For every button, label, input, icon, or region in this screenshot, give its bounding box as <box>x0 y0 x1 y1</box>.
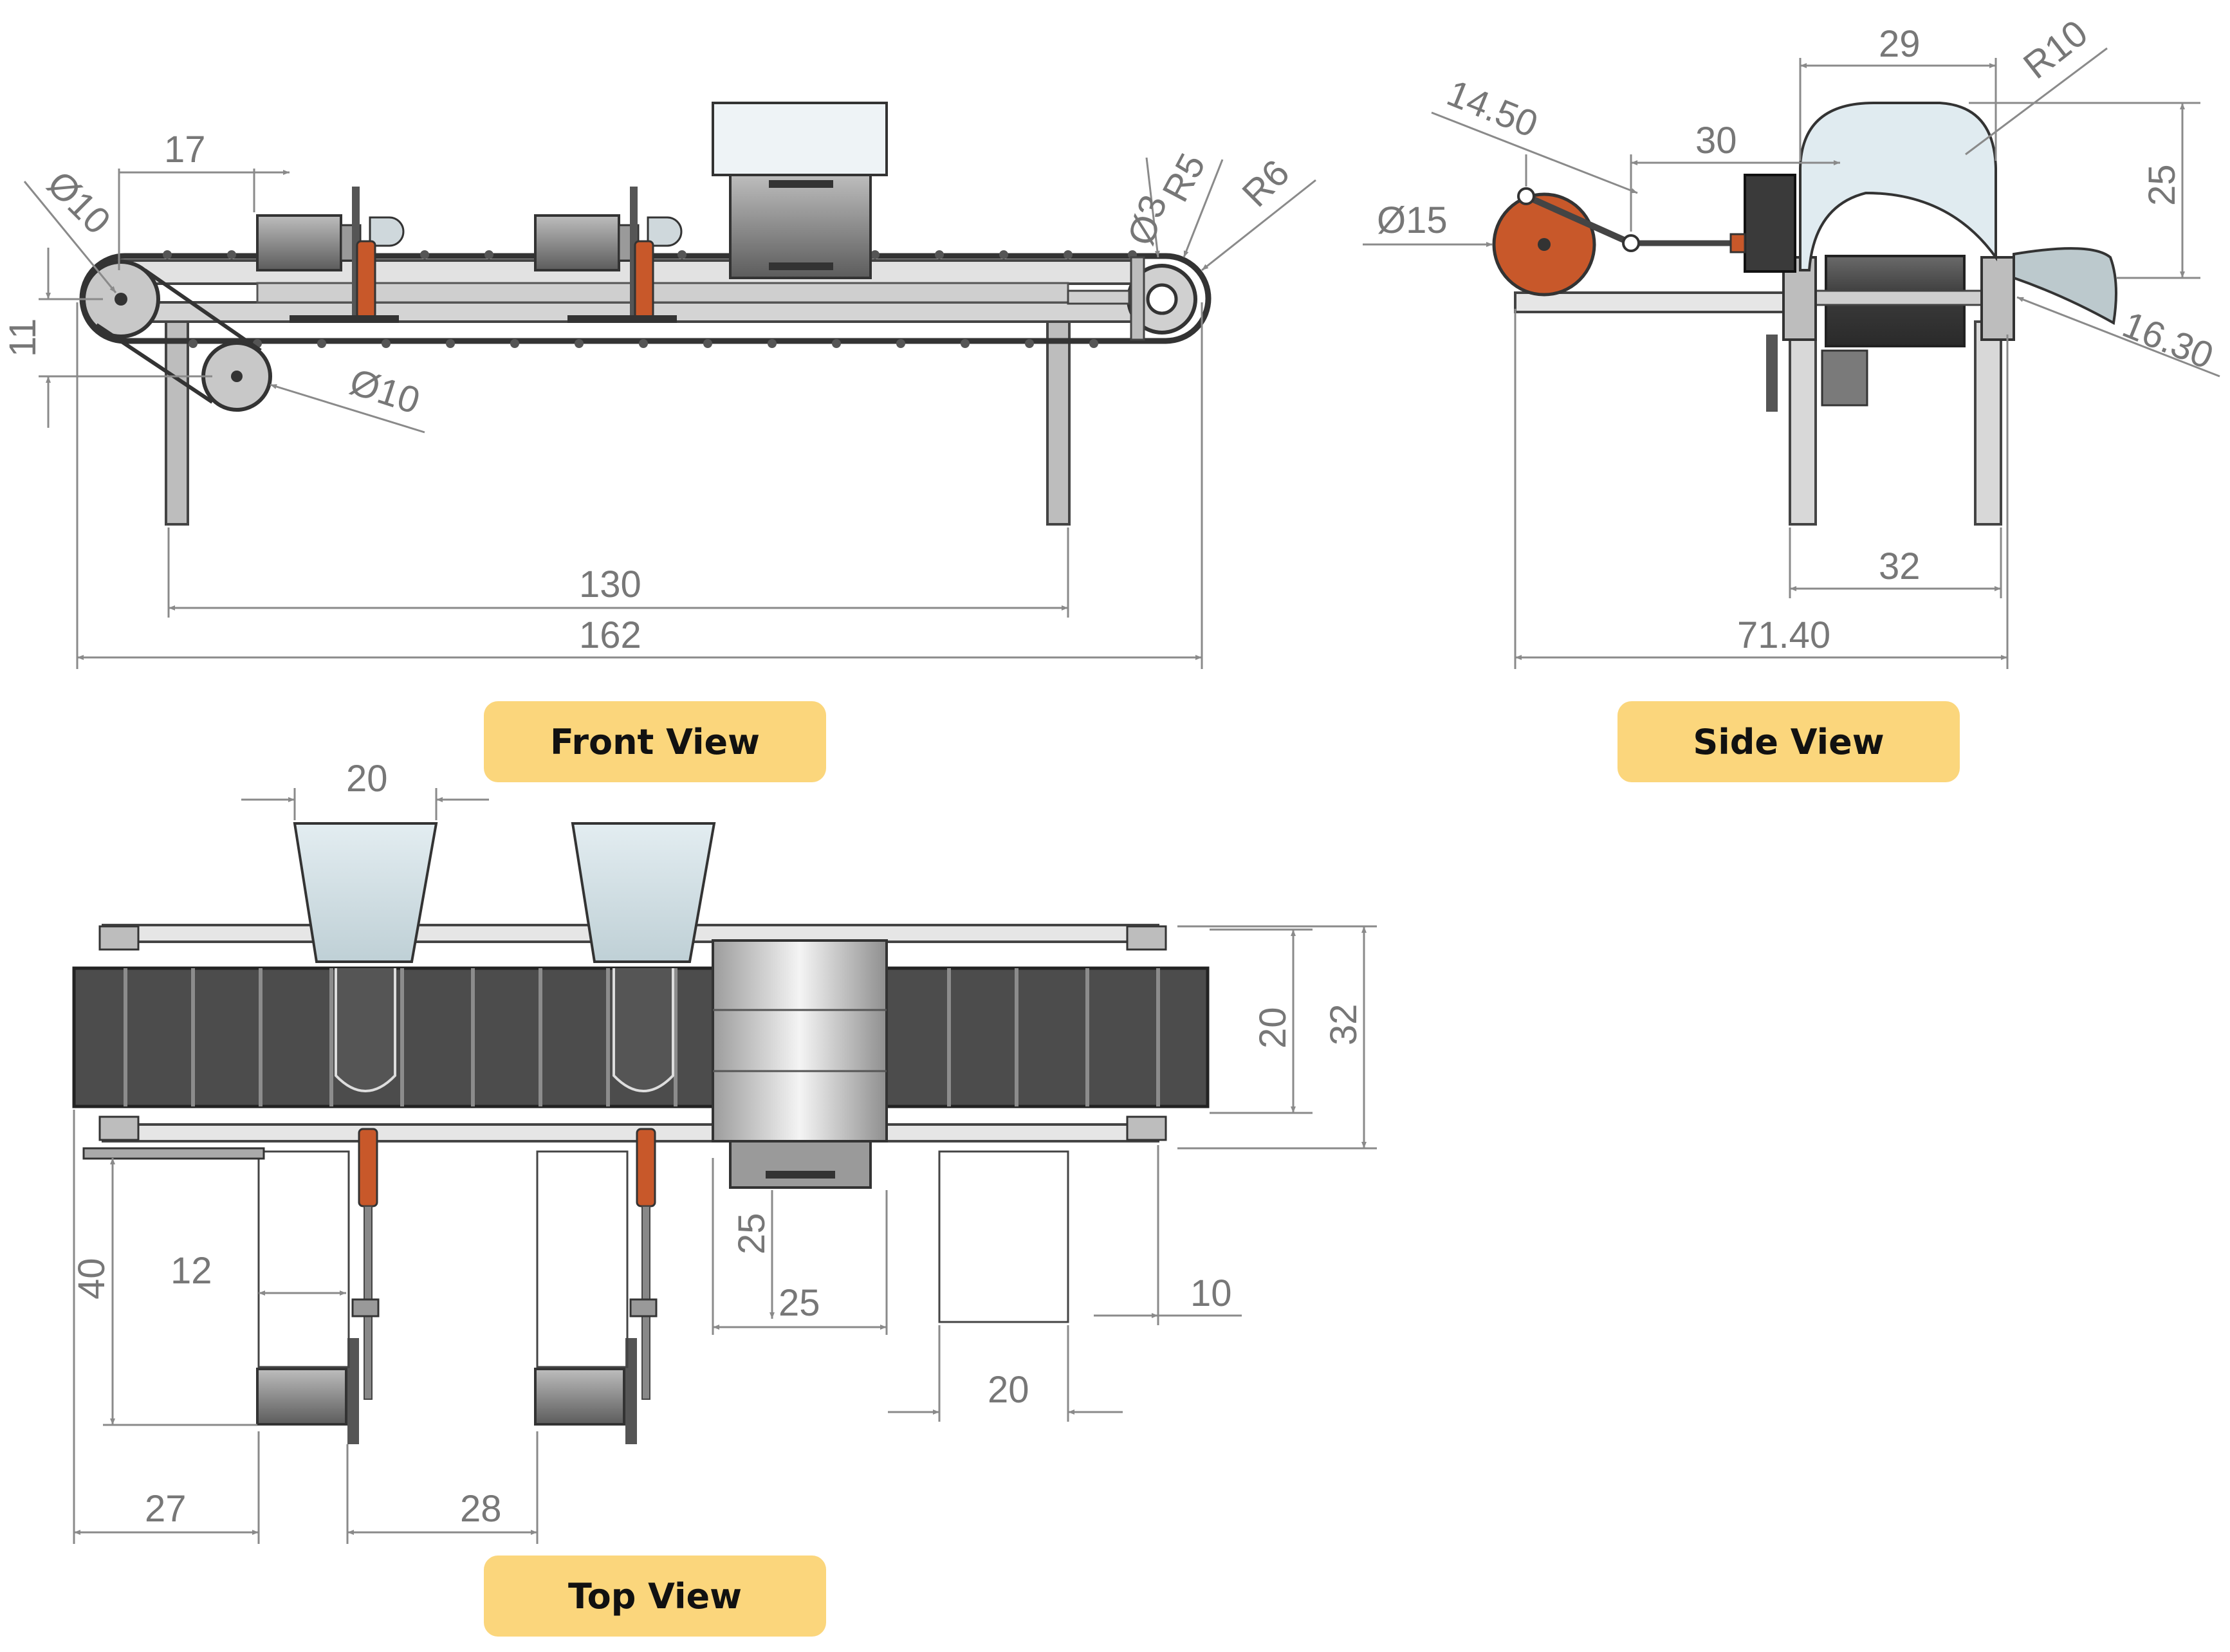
side-crank-pin <box>1517 187 1535 205</box>
side-dim-30: 30 <box>1695 120 1737 161</box>
top-dim-20-box: 20 <box>988 1369 1029 1411</box>
side-gear-motor <box>1821 349 1868 407</box>
side-rod-joint <box>1622 234 1640 252</box>
top-dim-40: 40 <box>71 1258 113 1299</box>
top-dim-27: 27 <box>145 1488 187 1530</box>
front-feeder-1 <box>256 187 405 323</box>
side-dim-29: 29 <box>1879 23 1921 65</box>
top-cutter-motor <box>729 1140 872 1189</box>
side-leg-right <box>1974 320 2002 526</box>
top-view: 20 20 32 40 12 25 25 10 20 27 28 <box>71 758 1377 1544</box>
top-feeder-arm-2 <box>534 1128 658 1444</box>
top-dim-25-h: 25 <box>779 1282 820 1324</box>
top-dim-32: 32 <box>1323 1004 1365 1045</box>
front-view: Ø10 17 11 Ø10 Ø3 R5 R6 130 162 <box>2 102 1316 669</box>
top-dimension-text: 20 20 32 40 12 25 25 10 20 27 28 <box>71 758 1365 1530</box>
side-cutter-hood <box>1799 102 1997 271</box>
front-dim-17: 17 <box>164 129 206 170</box>
side-dim-1450: 14.50 <box>1441 72 1543 146</box>
top-dim-25-v: 25 <box>731 1213 773 1254</box>
side-view-label: Side View <box>1617 701 1960 782</box>
front-dim-dia-roller: Ø3 <box>1120 190 1175 250</box>
front-dim-11: 11 <box>2 318 44 357</box>
side-leg-left <box>1789 320 1817 526</box>
front-dim-dia-left: Ø10 <box>39 163 118 242</box>
top-cutter-shroud <box>712 939 888 1143</box>
front-motor-pulley-hub <box>231 371 243 382</box>
front-tensioner <box>1067 289 1130 305</box>
top-dim-28: 28 <box>460 1488 502 1530</box>
front-tail-roller-inner <box>1146 283 1178 315</box>
top-outline-chute-1 <box>257 1150 350 1368</box>
front-vbelt-bottom <box>95 323 214 404</box>
front-view-label: Front View <box>484 701 826 782</box>
top-collection-box <box>938 1150 1069 1323</box>
top-view-label: Top View <box>484 1556 826 1637</box>
front-tail-bracket <box>1130 256 1145 341</box>
top-dim-10: 10 <box>1190 1272 1232 1314</box>
side-bearing-right <box>1980 256 2015 341</box>
side-deflector <box>2013 247 2117 326</box>
side-base-plate <box>1514 291 1793 313</box>
front-dim-dia-motor: Ø10 <box>345 361 425 423</box>
top-motor-mount <box>82 1147 265 1160</box>
front-leg-right <box>1046 314 1071 526</box>
side-drive-plate <box>1766 335 1778 412</box>
top-bearing-ul <box>98 925 140 951</box>
side-dim-1630: 16.30 <box>2117 304 2219 378</box>
side-view: 14.50 30 29 R10 25 Ø15 16.30 32 71.40 <box>1363 12 2220 669</box>
front-frame-inner <box>256 282 1069 304</box>
side-crank-arm <box>1524 193 1633 246</box>
side-dim-32: 32 <box>1879 546 1921 587</box>
top-belt-slats <box>124 968 1160 1106</box>
top-frame-rail-lower <box>102 1123 1159 1143</box>
top-dim-20-belt: 20 <box>1252 1007 1294 1049</box>
side-dimension-lines <box>1363 47 2220 669</box>
front-dim-130: 130 <box>579 564 641 605</box>
top-chute-2 <box>613 968 674 1092</box>
front-feeder-2 <box>534 187 683 323</box>
top-dimension-lines <box>73 788 1377 1544</box>
top-hopper-2 <box>571 822 716 963</box>
side-motor-box <box>1744 174 1796 273</box>
front-leg-left <box>165 314 189 526</box>
front-vbelt-top <box>143 268 262 353</box>
top-outline-chute-2 <box>536 1150 629 1368</box>
top-chute-1 <box>335 968 396 1092</box>
top-feeder-arm-1 <box>256 1128 380 1444</box>
front-cutter-housing <box>712 102 888 279</box>
top-dim-12: 12 <box>170 1250 212 1292</box>
top-hopper-1 <box>293 822 438 963</box>
front-dimension-lines <box>23 157 1316 669</box>
side-dim-25: 25 <box>2141 164 2183 206</box>
side-axle <box>1789 289 2002 306</box>
top-bearing-ur <box>1126 925 1167 951</box>
top-dim-20-hopper: 20 <box>346 758 388 800</box>
top-bearing-lr <box>1126 1115 1167 1141</box>
side-rod-coupler <box>1729 233 1746 253</box>
side-crank-hub <box>1538 238 1551 251</box>
side-dim-r10: R10 <box>2016 12 2096 87</box>
front-drive-pulley-hub <box>115 293 127 306</box>
top-bearing-ll <box>98 1115 140 1141</box>
front-dim-r6: R6 <box>1234 152 1297 215</box>
front-dim-162: 162 <box>579 614 641 656</box>
side-dim-dia15: Ø15 <box>1377 199 1448 241</box>
side-dim-7140: 71.40 <box>1737 614 1830 656</box>
